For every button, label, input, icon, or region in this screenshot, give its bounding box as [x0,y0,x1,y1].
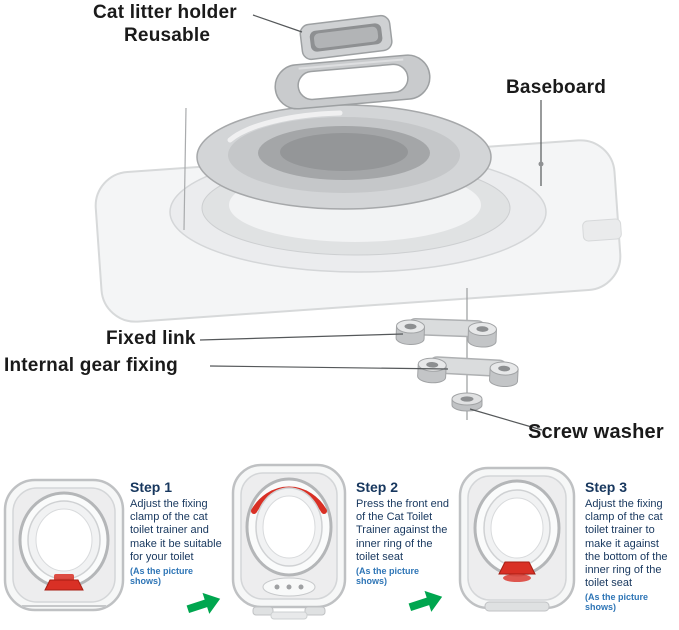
step-3-note: (As the picture shows) [585,592,649,613]
ring-plate-shape [274,54,431,110]
alignment-line-left [183,107,187,231]
step-1-note: (As the picture shows) [130,565,194,586]
step-3-text-block: Step 3 Adjust the fixing clamp of the ca… [585,479,677,612]
green-arrow-icon [186,592,221,614]
seat-ring-shape [196,104,492,210]
green-arrow-icon [408,590,443,612]
step-1-text-block: Step 1 Adjust the fixing clamp of the ca… [130,479,226,586]
step-3-illustration [458,466,576,612]
litter-holder-tray-shape [299,14,393,61]
step-1-illustration [3,478,125,612]
label-fixed-link: Fixed link [106,328,196,349]
leader-lines [199,14,543,431]
step-2-title: Step 2 [356,479,399,495]
label-internal-gear-fixing: Internal gear fixing [4,355,178,376]
fixed-link-lower-shape [416,355,520,388]
label-reusable: Reusable [124,25,211,46]
baseboard-pointer-dot [538,161,544,167]
exploded-view-diagram [94,14,622,431]
step-3-description: Adjust the fixing clamp of the cat toile… [585,498,668,590]
step-2-text-block: Step 2 Press the front end of the Cat To… [356,479,452,586]
step-1-description: Adjust the fixing clamp of the cat toile… [130,498,222,563]
step-2-note: (As the picture shows) [356,565,420,586]
step-2-description: Press the front end of the Cat Toilet Tr… [356,498,449,563]
step-3-title: Step 3 [585,479,628,495]
step-2-illustration [231,463,347,620]
fixed-link-upper-shape [395,317,498,349]
screw-washer-shape [451,392,483,412]
label-screw-washer: Screw washer [528,421,664,443]
label-cat-litter-holder: Cat litter holder [93,2,237,23]
step-1-title: Step 1 [130,479,173,495]
label-baseboard: Baseboard [506,77,607,98]
